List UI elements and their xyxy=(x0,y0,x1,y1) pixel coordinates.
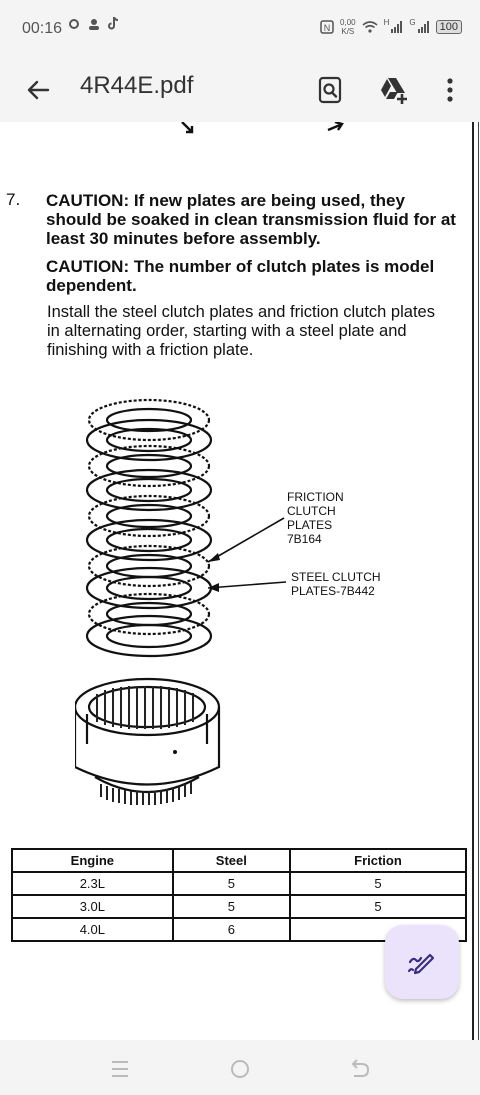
pen-edit-icon xyxy=(407,953,435,975)
status-bar: 00:16 N 0,00 K/S H G 100 xyxy=(0,0,480,60)
callout-line: PLATES xyxy=(287,518,333,532)
signal-bars-icon xyxy=(417,21,429,33)
google-drive-add-icon xyxy=(381,78,407,104)
callout-line: PLATES-7B442 xyxy=(291,584,375,598)
signal-bars-icon xyxy=(391,21,403,33)
caution-plate-count: CAUTION: The number of clutch plates is … xyxy=(46,257,435,295)
callout-line: CLUTCH xyxy=(287,504,336,518)
page-border xyxy=(472,122,474,1040)
more-options-button[interactable] xyxy=(432,72,468,108)
tiktok-icon xyxy=(108,16,119,30)
instruction-text: Install the steel clutch plates and fric… xyxy=(47,303,435,359)
app-bar: 4R44E.pdf xyxy=(0,60,480,122)
column-header: Steel xyxy=(171,848,291,873)
recent-apps-button[interactable] xyxy=(108,1058,132,1080)
circle-notification-icon xyxy=(69,19,79,29)
figure-arrow-fragment xyxy=(327,122,344,132)
profile-notification-icon xyxy=(89,19,100,30)
status-time: 00:16 xyxy=(22,20,63,37)
callout-arrows xyxy=(207,517,287,592)
table-row: 3.0L 5 5 xyxy=(11,894,468,919)
svg-text:N: N xyxy=(324,23,331,33)
recent-apps-icon xyxy=(112,1061,128,1077)
notification-icons xyxy=(68,16,120,34)
table-cell: 5 xyxy=(288,871,468,896)
battery-icon: 100 xyxy=(435,20,462,34)
arrow-left-icon xyxy=(27,80,50,100)
signal1-label: H xyxy=(383,18,390,27)
callout-line: STEEL CLUTCH xyxy=(291,570,381,584)
add-to-drive-button[interactable] xyxy=(376,72,412,108)
search-document-button[interactable] xyxy=(312,72,348,108)
table-cell: 3.0L xyxy=(11,894,174,919)
column-header: Engine xyxy=(11,848,174,873)
table-cell: 6 xyxy=(171,917,291,942)
table-cell: 4.0L xyxy=(11,917,174,942)
nfc-icon: N xyxy=(320,20,334,34)
net-speed-unit: K/S xyxy=(341,27,355,36)
document-title: 4R44E.pdf xyxy=(80,72,194,99)
table-header-row: Engine Steel Friction xyxy=(11,848,468,873)
callout-line: 7B164 xyxy=(287,532,322,546)
page-border xyxy=(478,122,479,1040)
back-nav-button[interactable] xyxy=(348,1058,372,1080)
annotate-fab-button[interactable] xyxy=(385,925,459,999)
signal2-label: G xyxy=(409,18,416,27)
more-vertical-icon xyxy=(447,78,453,102)
table-cell: 5 xyxy=(288,894,468,919)
home-circle-icon xyxy=(231,1060,249,1078)
caution-soak-plates: CAUTION: If new plates are being used, t… xyxy=(46,191,456,248)
table-cell: 5 xyxy=(171,894,291,919)
table-row: 2.3L 5 5 xyxy=(11,871,468,896)
pdf-page[interactable]: 7. CAUTION: If new plates are being used… xyxy=(0,122,480,1040)
table-cell: 5 xyxy=(171,871,291,896)
column-header: Friction xyxy=(288,848,468,873)
home-button[interactable] xyxy=(228,1058,252,1080)
callout-line: FRICTION xyxy=(287,490,344,504)
net-speed: 0,00 K/S xyxy=(340,18,356,36)
navigation-bar xyxy=(0,1040,480,1095)
clutch-plates-figure xyxy=(75,398,221,805)
friction-plates-callout: FRICTION CLUTCH PLATES 7B164 xyxy=(287,490,344,546)
net-speed-value: 0,00 xyxy=(340,18,356,27)
back-nav-icon xyxy=(351,1059,370,1077)
document-search-icon xyxy=(318,76,342,104)
figure-arrow-fragment xyxy=(181,122,194,134)
status-right: N 0,00 K/S H G 100 xyxy=(320,18,462,36)
back-button[interactable] xyxy=(22,74,54,106)
wifi-icon xyxy=(362,21,378,33)
steel-plates-callout: STEEL CLUTCH PLATES-7B442 xyxy=(291,570,381,598)
table-cell: 2.3L xyxy=(11,871,174,896)
step-number: 7. xyxy=(6,190,21,209)
